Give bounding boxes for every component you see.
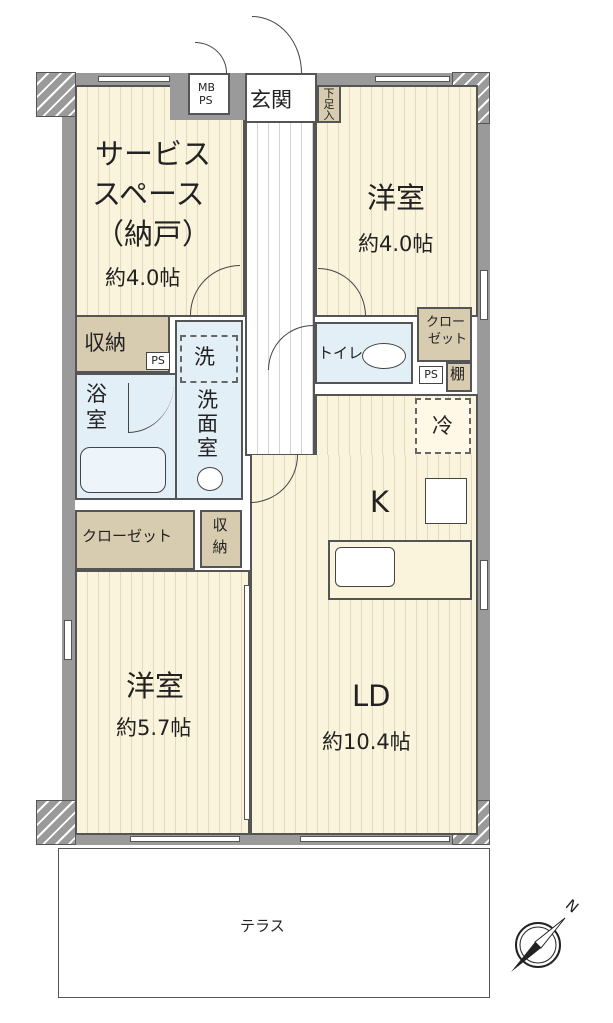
storage-south-label-wrap: 収納 bbox=[211, 514, 229, 558]
storage-south bbox=[200, 510, 242, 568]
mbps-door[interactable] bbox=[195, 42, 227, 73]
window bbox=[375, 76, 450, 82]
terrace bbox=[58, 848, 490, 998]
window bbox=[130, 836, 240, 842]
ps-box: PS bbox=[146, 352, 170, 370]
shoe-storage-label: 下足入 bbox=[323, 87, 335, 122]
service-space-line3: （納戸） bbox=[95, 217, 212, 251]
ld-label: LD bbox=[352, 679, 391, 713]
fridge-space bbox=[415, 398, 471, 454]
closet-north-label-2: ゼット bbox=[428, 332, 468, 347]
compass-icon bbox=[503, 910, 573, 980]
laundry-space bbox=[180, 335, 238, 383]
service-space-line2: スペース bbox=[92, 177, 205, 211]
ld-area: 約10.4帖 bbox=[322, 730, 411, 754]
hallway bbox=[245, 121, 315, 456]
entrance-label: 玄関 bbox=[250, 88, 292, 112]
ps-box: PS bbox=[419, 366, 443, 384]
east-wall bbox=[477, 73, 490, 845]
sink-icon bbox=[197, 467, 223, 491]
bathroom-label-2: 室 bbox=[86, 408, 107, 432]
sliding-door[interactable] bbox=[244, 585, 250, 820]
closet-north-label-1: クロー bbox=[426, 315, 466, 330]
western-room-north-area: 約4.0帖 bbox=[358, 232, 434, 256]
western-room-north-name: 洋室 bbox=[367, 181, 426, 215]
bathroom-label-1: 浴 bbox=[86, 382, 107, 406]
window bbox=[480, 270, 488, 320]
window bbox=[480, 560, 488, 610]
compass-graphic bbox=[511, 917, 566, 972]
washroom-label-2: 面 bbox=[197, 412, 218, 436]
laundry-label: 洗 bbox=[194, 345, 215, 369]
western-room-south-area: 約5.7帖 bbox=[116, 716, 192, 740]
mb-label: MB bbox=[198, 81, 216, 94]
shelf bbox=[446, 362, 472, 392]
kitchen-label: K bbox=[370, 485, 390, 519]
western-room-south-name: 洋室 bbox=[126, 669, 185, 703]
bathtub-icon bbox=[80, 447, 166, 493]
shelf-label: 棚 bbox=[450, 365, 466, 383]
ps-label: PS bbox=[199, 94, 213, 107]
fridge-label: 冷 bbox=[432, 414, 453, 438]
closet-south-label: クローゼット bbox=[82, 527, 173, 545]
western-room-south bbox=[75, 570, 250, 835]
west-wall bbox=[62, 73, 75, 845]
column-sw bbox=[36, 800, 76, 845]
stove-icon bbox=[425, 478, 467, 524]
closet-north bbox=[417, 307, 472, 362]
window bbox=[64, 620, 72, 660]
storage-north-label: 収納 bbox=[84, 331, 126, 355]
washroom-label-1: 洗 bbox=[197, 388, 218, 412]
shoe-storage bbox=[317, 85, 341, 123]
toilet-label: トイレ bbox=[318, 344, 364, 362]
front-door[interactable] bbox=[252, 16, 302, 73]
service-space-line1: サービス bbox=[95, 137, 212, 171]
column-nw bbox=[36, 72, 76, 117]
closet-south bbox=[75, 510, 195, 570]
window bbox=[98, 76, 170, 82]
window bbox=[300, 836, 450, 842]
storage-south-label: 収納 bbox=[212, 516, 228, 556]
service-space-area: 約4.0帖 bbox=[105, 266, 181, 290]
toilet-icon bbox=[362, 343, 406, 369]
washroom-label-3: 室 bbox=[197, 436, 218, 460]
mb-ps bbox=[188, 73, 230, 115]
kitchen-sink-icon bbox=[335, 547, 395, 587]
terrace-label: テラス bbox=[240, 917, 285, 935]
